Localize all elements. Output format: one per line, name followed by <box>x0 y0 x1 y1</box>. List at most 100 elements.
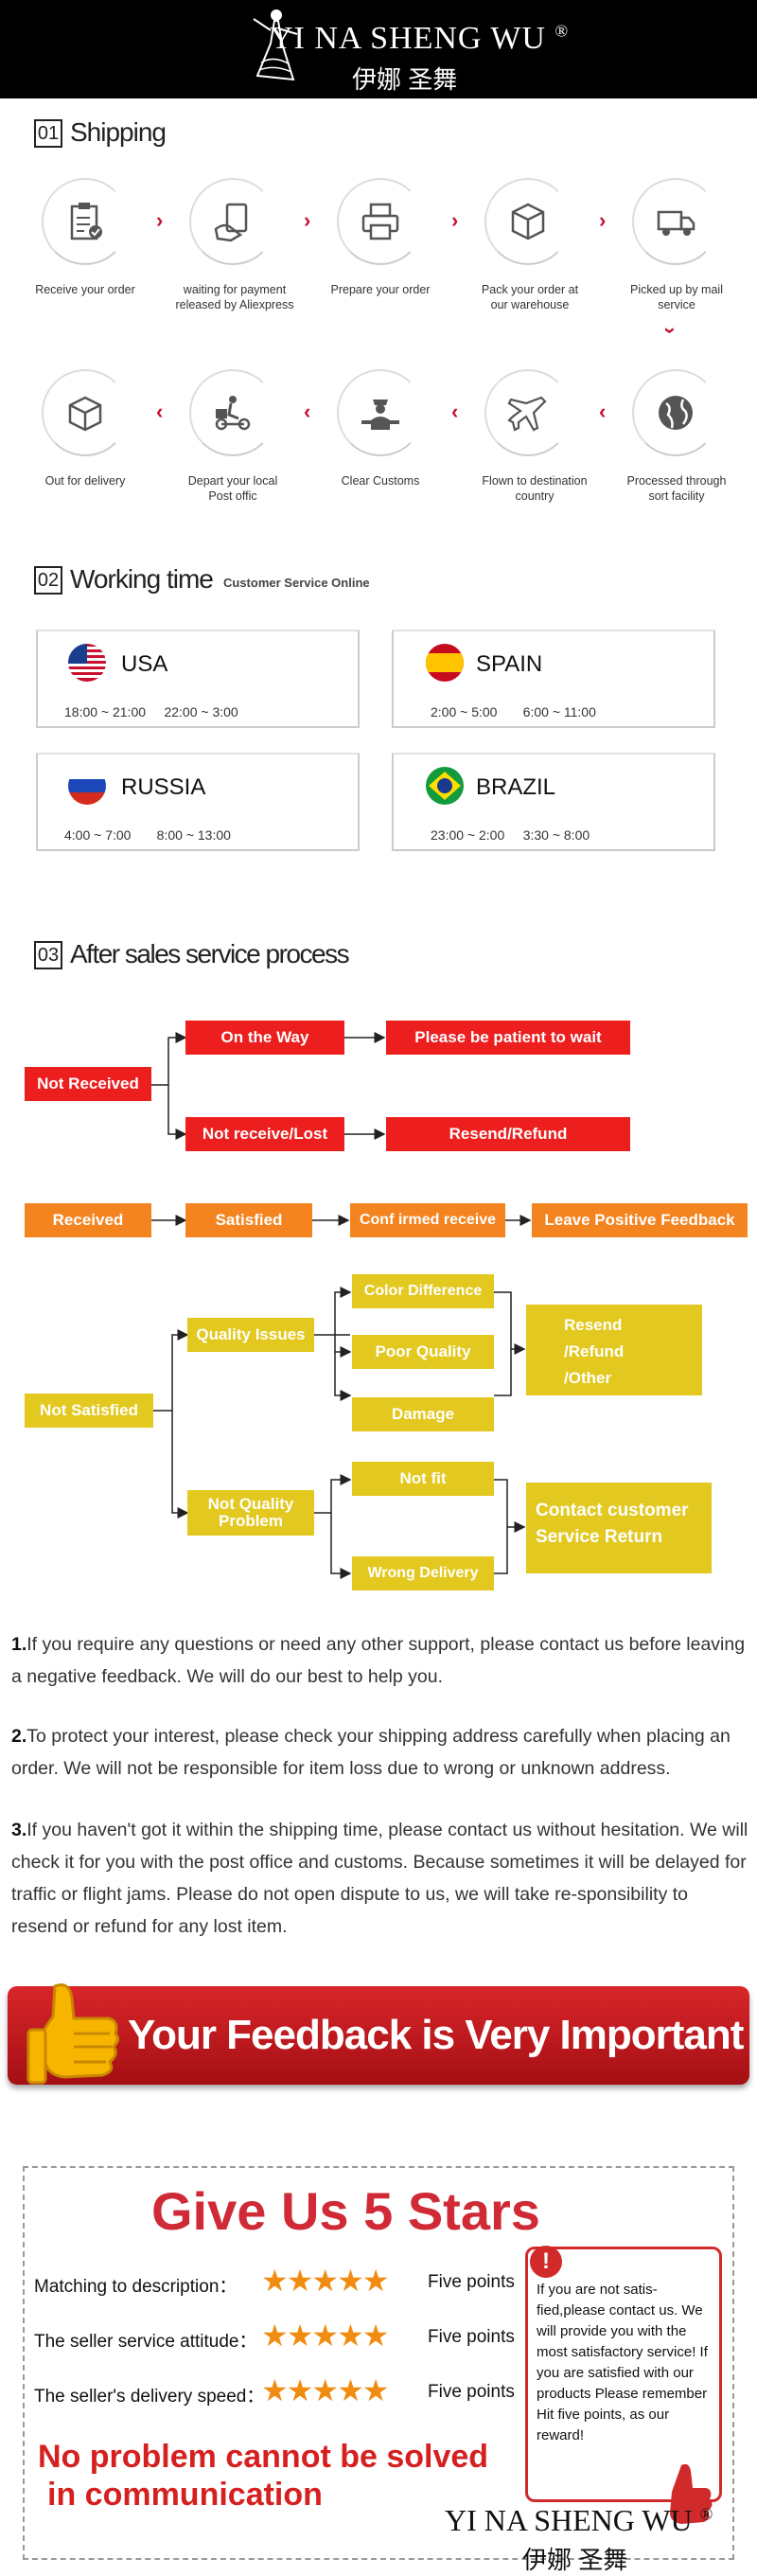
step-label-waiting: waiting for payment released by Aliexpre… <box>175 283 294 311</box>
rating-points-attitude: Five points <box>428 2327 515 2347</box>
step-label-receive: Receive your order <box>35 283 135 296</box>
header-bar <box>0 0 757 98</box>
star-rating-icon: ★★★★★ <box>261 2318 389 2353</box>
section-number-shipping: 01 <box>34 119 62 148</box>
flow-satisfied: Satisfied <box>185 1203 312 1237</box>
spain-flag-icon <box>426 644 464 682</box>
flow-not-fit: Not fit <box>352 1462 494 1496</box>
flowchart-connectors <box>151 1032 532 1579</box>
step-prepare-order <box>337 178 424 265</box>
footer-brand-name-cn: 伊娜 圣舞 <box>522 2546 628 2574</box>
section-number-working-time: 02 <box>34 566 62 595</box>
note-1: 1.If you require any questions or need a… <box>11 1628 749 1693</box>
clipboard-check-icon <box>70 203 102 240</box>
chevron-left-icon: ‹ <box>451 400 459 423</box>
section-number-after-sales: 03 <box>34 941 62 969</box>
chevron-left-icon: ‹ <box>304 400 311 423</box>
flow-not-received: Not Received <box>25 1067 151 1101</box>
country-brazil: BRAZIL <box>476 774 556 800</box>
times-spain: 2:00 ~ 5:00 6:00 ~ 11:00 <box>431 704 596 720</box>
resend-line1: Resend <box>564 1316 623 1334</box>
thumbs-up-icon <box>26 1983 120 2085</box>
section-subtitle-working-time: Customer Service Online <box>223 576 370 590</box>
chevron-right-icon: › <box>156 208 164 232</box>
brand-name: YI NA SHENG WU ® <box>270 21 570 56</box>
printer-icon <box>361 203 399 240</box>
rating-label-description: Matching to description： <box>34 2277 238 2297</box>
flow-confirmed-receive: Conf irmed receive <box>350 1203 505 1237</box>
flow-resend-refund: Resend/Refund <box>386 1117 630 1151</box>
step-receive-order <box>42 178 129 265</box>
step-label-depart: Depart your local Post offic <box>187 474 278 503</box>
section-title-after-sales: After sales service process <box>70 939 350 968</box>
note-3-text: If you haven't got it within the shippin… <box>11 1820 748 1937</box>
note-1-text: If you require any questions or need any… <box>11 1634 746 1687</box>
star-rating-icon: ★★★★★ <box>261 2264 389 2298</box>
country-spain: SPAIN <box>476 651 543 677</box>
payment-hand-icon <box>214 203 248 242</box>
russia-flag-icon <box>68 767 106 805</box>
usa-flag-icon <box>68 644 106 682</box>
note-1-num: 1. <box>11 1634 27 1655</box>
flow-leave-positive-feedback: Leave Positive Feedback <box>532 1203 748 1237</box>
times-russia: 4:00 ~ 7:00 8:00 ~ 13:00 <box>64 827 231 843</box>
flow-quality-issues: Quality Issues <box>187 1318 314 1352</box>
brand-name-cn: 伊娜 圣舞 <box>352 65 458 94</box>
note-3: 3.If you haven't got it within the shipp… <box>11 1814 749 1943</box>
country-usa: USA <box>121 651 168 677</box>
note-2: 2.To protect your interest, please check… <box>11 1720 749 1785</box>
package-box-icon <box>511 203 545 240</box>
flow-damage: Damage <box>352 1397 494 1431</box>
section-title-working-time: Working time <box>70 564 214 594</box>
step-picked-up <box>632 178 719 265</box>
contact-line1: Contact customer <box>536 1501 689 1520</box>
note-2-text: To protect your interest, please check y… <box>11 1726 731 1779</box>
section-title-shipping: Shipping <box>70 117 167 147</box>
not-quality-line1: Not Quality <box>207 1495 294 1513</box>
chevron-right-icon: › <box>599 208 607 232</box>
feedback-banner-text: Your Feedback is Very Important <box>128 2012 744 2058</box>
flow-poor-quality: Poor Quality <box>352 1335 494 1369</box>
slogan-line1: No problem cannot be solved <box>38 2439 489 2475</box>
times-usa: 18:00 ~ 21:00 22:00 ~ 3:00 <box>64 704 238 720</box>
note-3-num: 3. <box>11 1820 27 1840</box>
flow-wrong-delivery: Wrong Delivery <box>352 1556 494 1590</box>
step-label-flown: Flown to destination country <box>482 474 588 503</box>
feedback-banner <box>8 1986 749 2085</box>
delivery-truck-icon <box>657 210 695 236</box>
globe-icon <box>659 396 693 430</box>
slogan-line2: in communication <box>47 2477 323 2513</box>
flow-on-the-way: On the Way <box>185 1021 344 1055</box>
give-us-5-stars-title: Give Us 5 Stars <box>151 2181 540 2241</box>
brazil-flag-icon <box>426 767 464 805</box>
step-clear-customs <box>337 369 424 456</box>
footer-brand-name: YI NA SHENG WU ® <box>445 2503 713 2537</box>
registered-mark: ® <box>555 21 570 41</box>
step-pack-order <box>484 178 572 265</box>
step-out-for-delivery <box>42 369 129 456</box>
rating-label-attitude: The seller service attitude： <box>34 2332 257 2352</box>
scooter-courier-icon <box>215 396 251 431</box>
resend-line2: /Refund <box>564 1342 625 1360</box>
open-box-icon <box>68 396 102 432</box>
not-quality-line2: Problem <box>218 1512 284 1530</box>
flow-resend-refund-other: Resend/Refund/Other <box>526 1305 702 1395</box>
dancer-logo-icon <box>253 9 298 81</box>
rating-points-description: Five points <box>428 2272 515 2292</box>
step-label-pack: Pack your order at our warehouse <box>481 283 579 311</box>
chevron-right-icon: › <box>451 208 459 232</box>
star-rating-icon: ★★★★★ <box>261 2373 389 2407</box>
times-brazil: 23:00 ~ 2:00 3:30 ~ 8:00 <box>431 827 590 843</box>
notice-text: If you are not satis-fied,please contact… <box>537 2282 708 2443</box>
chevron-left-icon: ‹ <box>599 400 607 423</box>
step-label-customs: Clear Customs <box>341 474 420 488</box>
rating-label-delivery: The seller's delivery speed： <box>34 2387 265 2407</box>
hand-click-icon <box>670 2463 713 2524</box>
step-waiting-payment <box>189 178 276 265</box>
flow-color-difference: Color Difference <box>352 1274 494 1308</box>
customs-officer-icon <box>361 400 399 430</box>
flow-not-receive-lost: Not receive/Lost <box>185 1117 344 1151</box>
airplane-icon <box>507 396 547 432</box>
note-2-num: 2. <box>11 1726 27 1747</box>
chevron-down-icon: › <box>659 327 683 334</box>
